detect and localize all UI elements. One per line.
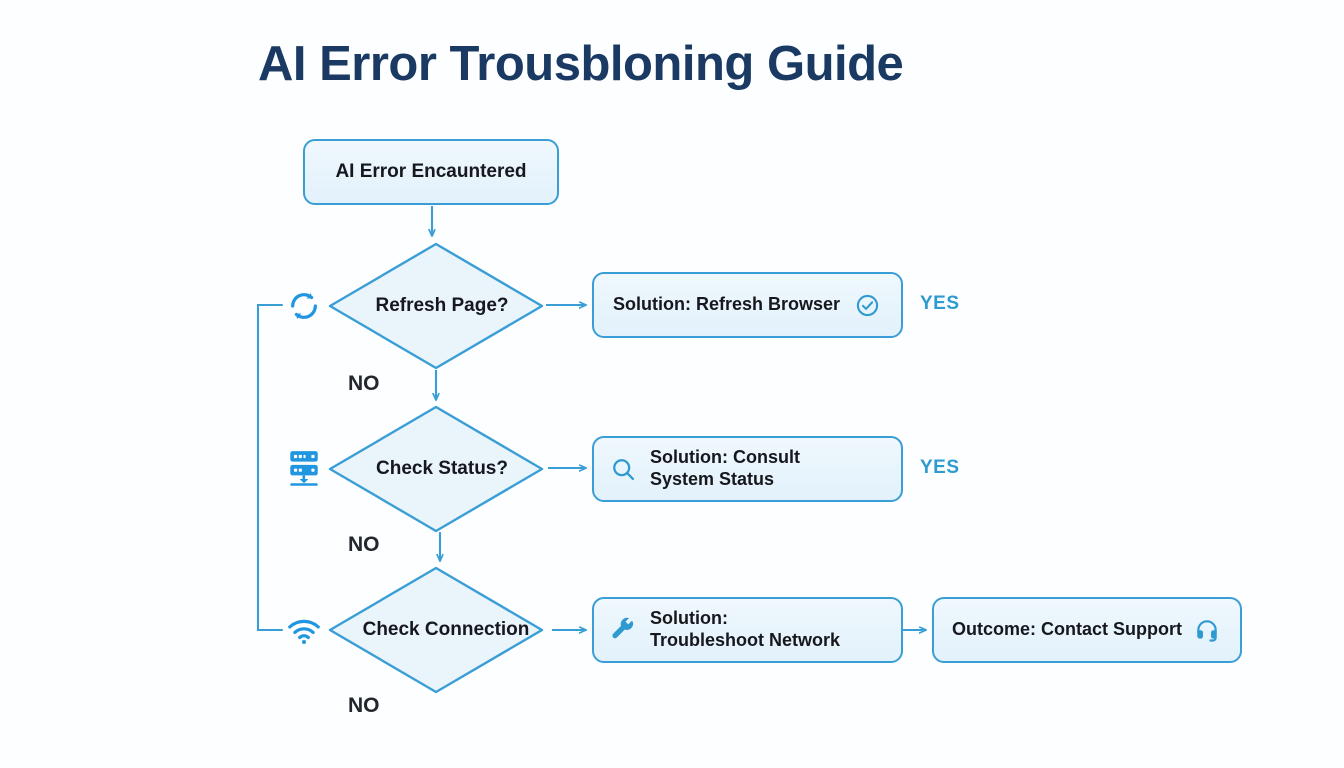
diamond-shape <box>328 405 544 533</box>
solution-line-2: System Status <box>650 469 775 489</box>
node-solution-troubleshoot-network[interactable]: Solution: Troubleshoot Network <box>592 597 903 663</box>
decision-refresh-page[interactable]: Refresh Page? <box>328 242 544 370</box>
diamond-shape <box>328 566 544 694</box>
refresh-icon <box>286 286 322 326</box>
page-title: AI Error Trousbloning Guide <box>258 37 904 91</box>
edge-label-no-refresh: NO <box>348 372 380 395</box>
node-ai-error-encountered[interactable]: AI Error Encauntered <box>303 139 559 205</box>
edge-loopback-rail <box>256 303 284 632</box>
outcome-label: Outcome: Contact Support <box>952 619 1182 640</box>
server-icon <box>286 448 322 488</box>
search-icon <box>608 454 638 484</box>
solution-refresh-browser-label: Solution: Refresh Browser <box>612 294 841 315</box>
solution-line-1: Solution: Consult <box>650 447 800 468</box>
solution-troubleshoot-network-label: Solution: Troubleshoot Network <box>650 608 840 652</box>
decision-check-connection[interactable]: Check Connection <box>328 566 544 694</box>
solution-line-2: Troubleshoot Network <box>650 630 841 650</box>
node-solution-refresh-browser[interactable]: Solution: Refresh Browser <box>592 272 903 338</box>
wifi-icon <box>286 612 322 652</box>
headset-icon <box>1192 615 1222 645</box>
diamond-shape <box>328 242 544 370</box>
solution-line-1: Solution: <box>650 608 728 629</box>
wrench-icon <box>608 615 638 645</box>
node-outcome-contact-support[interactable]: Outcome: Contact Support <box>932 597 1242 663</box>
edge-label-yes-status: YES <box>920 457 960 478</box>
decision-check-status[interactable]: Check Status? <box>328 405 544 533</box>
decision-check-connection-label: Check Connection <box>362 619 530 640</box>
check-circle-icon <box>852 290 882 320</box>
edge-label-no-connection: NO <box>348 694 380 717</box>
edge-label-no-status: NO <box>348 533 380 556</box>
decision-check-status-label: Check Status? <box>376 458 508 479</box>
solution-consult-system-status-label: Solution: Consult System Status <box>650 447 800 491</box>
decision-refresh-page-label: Refresh Page? <box>375 295 509 316</box>
node-solution-consult-system-status[interactable]: Solution: Consult System Status <box>592 436 903 502</box>
edge-label-yes-refresh: YES <box>920 293 960 314</box>
node-start-label: AI Error Encauntered <box>335 161 527 183</box>
